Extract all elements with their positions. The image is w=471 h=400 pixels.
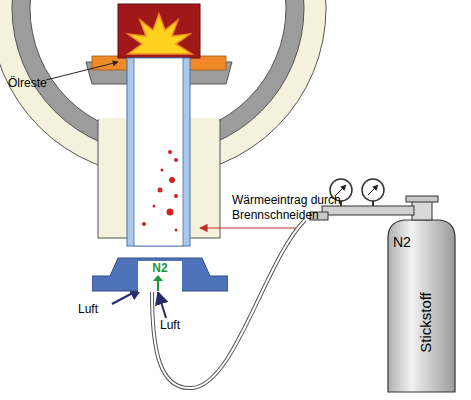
pressure-gauge	[362, 179, 384, 201]
flame-box	[118, 4, 200, 58]
hose-inner	[152, 220, 305, 388]
nitrogen-nozzle: N2	[92, 256, 228, 292]
tube-wall	[127, 58, 190, 246]
hose-outer	[152, 220, 305, 388]
air-label: Luft	[160, 318, 180, 333]
node-label: N2	[393, 234, 411, 250]
valve-handle	[406, 196, 438, 202]
flow-arrow	[157, 280, 159, 291]
nitrogen-cylinder: N2Stickstoff	[305, 182, 460, 394]
regulator-body	[322, 206, 414, 215]
node-text: Stickstoff	[417, 292, 434, 353]
flame	[128, 14, 192, 54]
oil-droplets	[142, 150, 178, 232]
air-arrow	[158, 292, 166, 318]
gas-cylinder	[388, 220, 455, 392]
heat-input-label: Wärmeeintrag durch Brennschneiden	[232, 193, 354, 223]
node-label: N2	[138, 261, 182, 275]
gauge-needle	[368, 185, 378, 195]
nozzle-body	[92, 258, 228, 291]
air-label: Luft	[78, 302, 98, 317]
cylinder-valve	[412, 200, 432, 220]
oil-residue-label: Ölreste	[8, 76, 47, 91]
nozzle-bore	[138, 261, 182, 292]
leader-line	[46, 62, 118, 80]
flow-arrowhead	[153, 275, 163, 281]
tube-bore	[134, 58, 183, 246]
gas-hose	[152, 220, 305, 388]
heat-arrow	[200, 227, 296, 228]
